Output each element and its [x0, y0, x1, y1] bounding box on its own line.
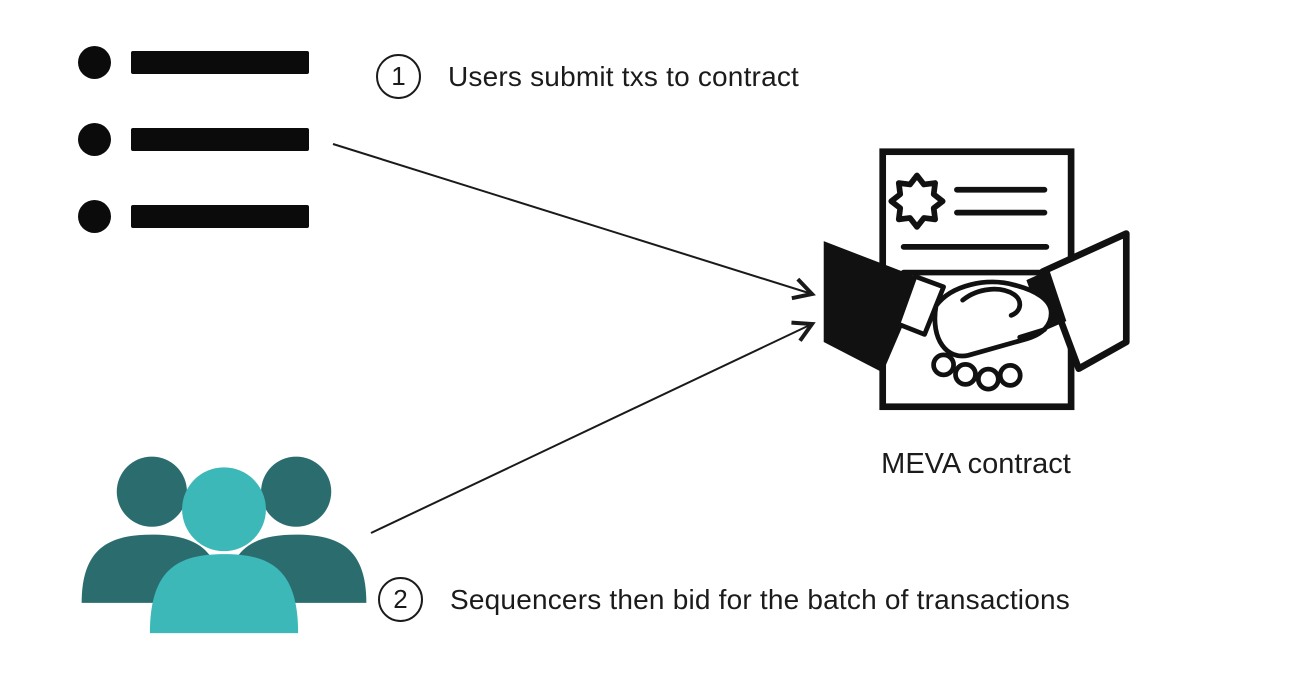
- left-cuff: [895, 273, 946, 337]
- bullet-dot-icon: [78, 122, 111, 156]
- transaction-row: [78, 45, 309, 79]
- meva-contract-icon: [823, 148, 1130, 411]
- person-front-head: [182, 467, 266, 552]
- person-front-body: [149, 554, 299, 634]
- transaction-row: [78, 199, 309, 233]
- thumb-line: [960, 286, 1023, 318]
- step-2-badge: 2: [378, 577, 423, 622]
- contract-label: MEVA contract: [881, 448, 1071, 480]
- finger-line: [1017, 327, 1047, 340]
- transaction-bar-icon: [131, 50, 309, 74]
- transaction-row: [78, 122, 309, 156]
- right-sleeve: [1039, 230, 1130, 372]
- arrow-users-to-contract: [332, 143, 816, 301]
- person-back-right-head: [261, 456, 332, 527]
- transaction-list-icon: [78, 45, 309, 233]
- arrow-sequencers-to-contract: [370, 320, 816, 534]
- sequencers-group-icon: [81, 456, 367, 634]
- bullet-dot-icon: [78, 45, 111, 79]
- step-2-label: Sequencers then bid for the batch of tra…: [450, 583, 1070, 615]
- step-1-badge: 1: [376, 54, 421, 99]
- left-sleeve: [823, 241, 923, 373]
- handshake-icon: [823, 230, 1130, 392]
- bullet-dot-icon: [78, 199, 111, 233]
- transaction-bar-icon: [131, 127, 309, 151]
- transaction-bar-icon: [131, 204, 309, 228]
- step-2: 2 Sequencers then bid for the batch of t…: [378, 577, 1070, 622]
- curled-fingers: [931, 352, 1023, 392]
- seal-icon: [888, 172, 946, 230]
- step-1-label: Users submit txs to contract: [448, 60, 800, 92]
- step-1: 1 Users submit txs to contract: [376, 54, 799, 99]
- person-back-left-head: [116, 456, 187, 527]
